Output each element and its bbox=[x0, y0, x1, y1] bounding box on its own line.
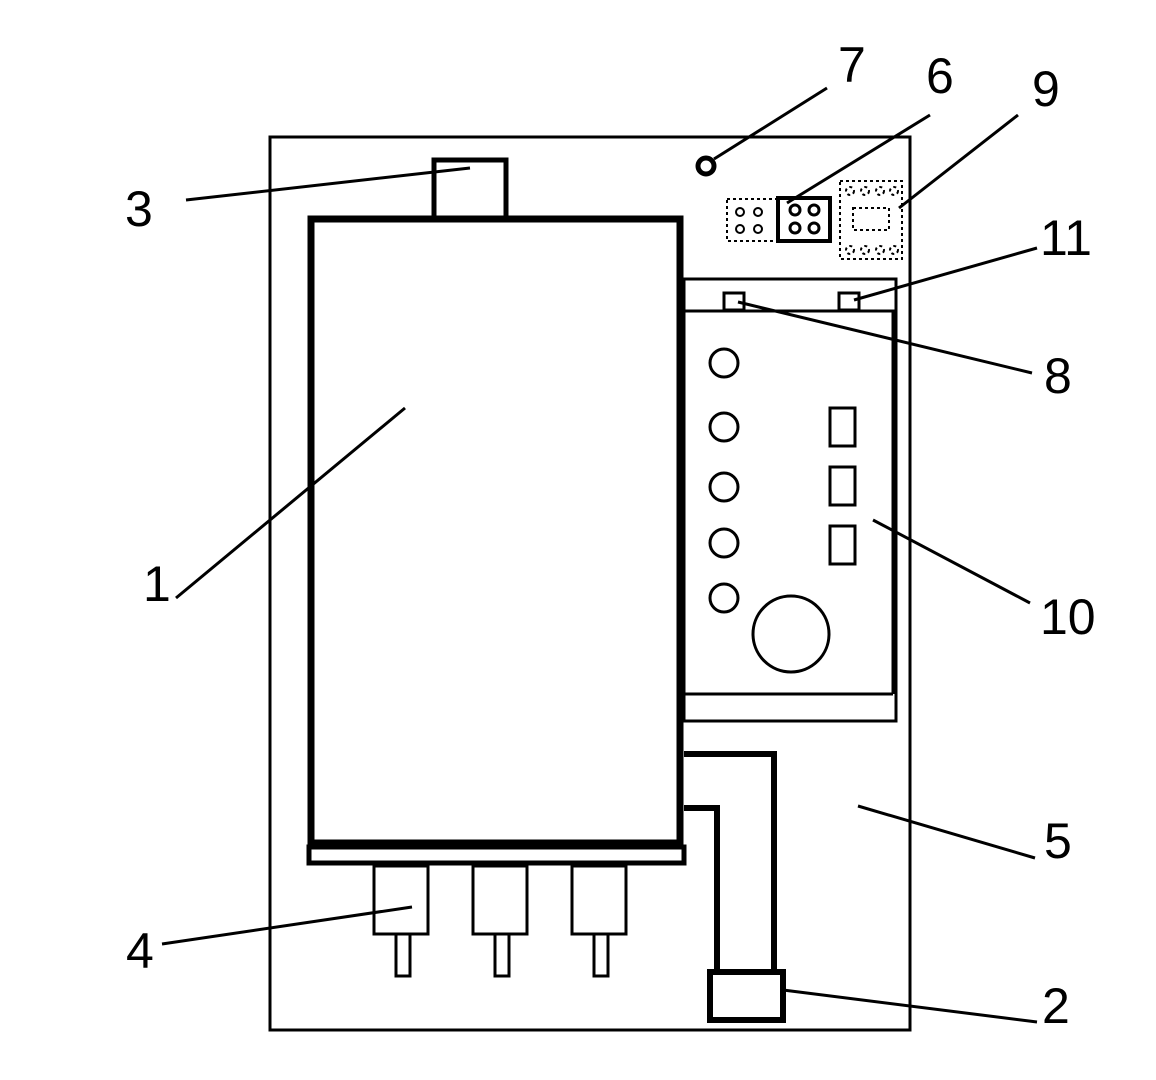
heating-elements bbox=[372, 864, 628, 978]
sensor-8 bbox=[722, 291, 746, 312]
tank-base-plate bbox=[306, 844, 687, 866]
cable-grommet bbox=[695, 155, 717, 177]
label-5: 5 bbox=[1044, 813, 1072, 869]
pipe-inner bbox=[684, 805, 720, 972]
label-4: 4 bbox=[126, 923, 154, 979]
heating-tank bbox=[307, 215, 684, 847]
leader-5 bbox=[857, 804, 1036, 860]
label-10: 10 bbox=[1040, 589, 1096, 645]
switch-1 bbox=[828, 406, 857, 448]
label-8: 8 bbox=[1044, 348, 1072, 404]
label-11: 11 bbox=[1040, 210, 1092, 266]
terminal-block-dotted bbox=[726, 198, 778, 242]
heating-element-2-stem bbox=[493, 932, 511, 978]
terminal-block-main bbox=[776, 196, 832, 243]
indicator-lamp-2 bbox=[708, 411, 740, 443]
leader-6 bbox=[786, 113, 931, 205]
label-2: 2 bbox=[1042, 978, 1070, 1034]
leader-8 bbox=[737, 300, 1033, 375]
indicator-lamp-4 bbox=[708, 527, 740, 559]
thermostat-knob bbox=[751, 594, 831, 674]
leader-lines bbox=[161, 86, 1038, 1024]
terminal-block bbox=[726, 196, 832, 243]
housing-panel bbox=[268, 135, 912, 1032]
heating-element-1-stem bbox=[394, 932, 412, 978]
leader-4 bbox=[161, 905, 413, 946]
leader-10 bbox=[872, 518, 1031, 605]
circulation-pump bbox=[707, 969, 786, 1023]
control-unit-frame bbox=[682, 277, 898, 723]
heating-element-3-stem bbox=[592, 932, 610, 978]
leader-3 bbox=[185, 166, 471, 202]
leader-9 bbox=[898, 113, 1019, 210]
label-1: 1 bbox=[143, 556, 171, 612]
leader-1 bbox=[175, 406, 406, 600]
callout-labels: 1 2 3 4 5 6 7 8 9 10 11 bbox=[125, 37, 1096, 1034]
relay-module bbox=[839, 180, 903, 260]
indicator-lamp-1 bbox=[708, 347, 740, 379]
leader-7 bbox=[713, 86, 828, 161]
switch-3 bbox=[828, 524, 857, 566]
switch-2 bbox=[828, 465, 857, 507]
switches bbox=[828, 406, 857, 566]
pipe-outer bbox=[684, 751, 777, 972]
heating-element-3 bbox=[570, 864, 628, 936]
label-3: 3 bbox=[125, 181, 153, 237]
indicator-lamp-3 bbox=[708, 471, 740, 503]
label-6: 6 bbox=[926, 48, 954, 104]
heating-element-1 bbox=[372, 864, 430, 936]
label-7: 7 bbox=[838, 37, 866, 93]
indicator-lamps bbox=[708, 347, 740, 614]
indicator-lamp-5 bbox=[708, 582, 740, 614]
sensor-11 bbox=[837, 291, 861, 312]
leader-2 bbox=[782, 988, 1038, 1024]
label-9: 9 bbox=[1032, 61, 1060, 117]
heating-element-2 bbox=[471, 864, 529, 936]
leader-11 bbox=[853, 246, 1038, 302]
